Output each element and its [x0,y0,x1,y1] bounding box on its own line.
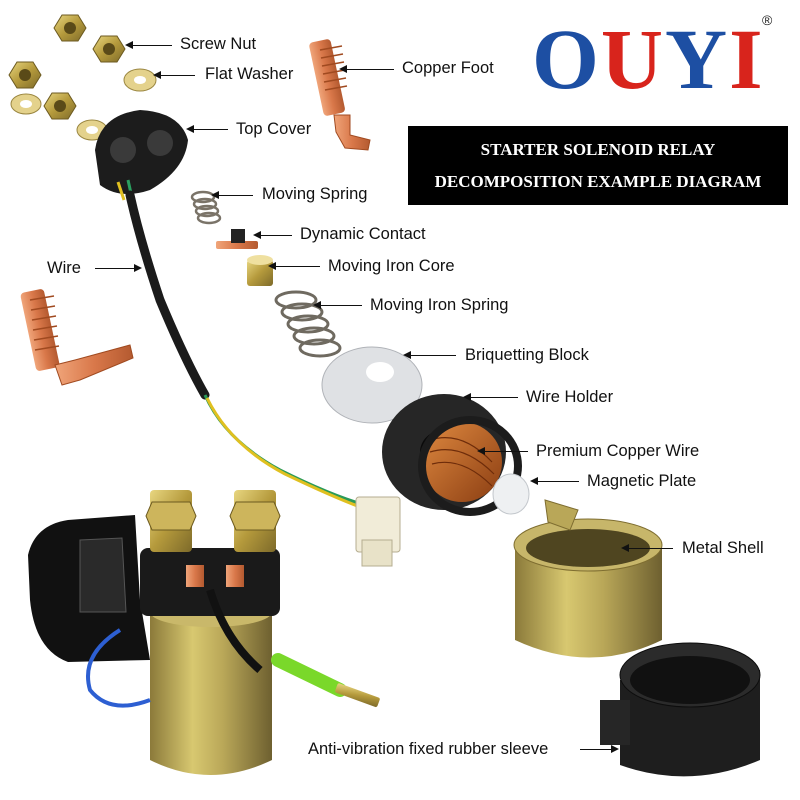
moving-iron-spring-arrow [313,301,362,309]
screw-nut-arrow [125,41,172,49]
moving-spring-arrow [211,191,253,199]
dynamic-contact-arrow [253,231,292,239]
label-wire: Wire [47,259,81,277]
wire-holder-arrow [463,393,518,401]
label-moving-iron-core: Moving Iron Core [328,257,455,275]
label-screw-nut: Screw Nut [180,35,257,53]
label-wire-holder: Wire Holder [526,388,614,406]
label-magnetic-plate: Magnetic Plate [587,472,697,490]
top-cover-arrow [186,125,228,133]
assembled-solenoid [28,490,380,775]
copper-foot-left [20,289,134,386]
wire-holder [382,394,522,516]
briquetting-block-arrow [403,351,456,359]
label-dynamic-contact: Dynamic Contact [300,225,426,243]
rubber-sleeve-arrow [580,745,619,753]
label-briquetting-block: Briquetting Block [465,346,589,364]
copper-foot-top [309,39,371,151]
label-premium-copper-wire: Premium Copper Wire [536,442,700,460]
brand-logo: OUYI [532,11,765,107]
label-rubber-sleeve: Anti-vibration fixed rubber sleeve [308,740,549,758]
premium-copper-wire-arrow [477,447,528,455]
copper-foot-arrow [339,65,394,73]
label-top-cover: Top Cover [236,120,312,138]
wire-arrow [95,264,142,272]
label-flat-washer: Flat Washer [205,65,294,83]
label-moving-iron-spring: Moving Iron Spring [370,296,509,314]
title-banner: STARTER SOLENOID RELAY DECOMPOSITION EXA… [408,126,788,205]
flat-washer-arrow [153,71,195,79]
briquetting-block [321,346,423,424]
top-cover [95,110,188,201]
magnetic-plate-arrow [530,477,579,485]
label-metal-shell: Metal Shell [682,539,764,557]
banner-line-1: STARTER SOLENOID RELAY [480,140,716,159]
metal-shell-arrow [621,544,673,552]
metal-shell [513,499,663,658]
moving-iron-spring [274,290,342,358]
moving-iron-core-arrow [268,262,320,270]
banner-line-2: DECOMPOSITION EXAMPLE DIAGRAM [434,172,762,191]
wire-harness [125,190,401,567]
rubber-sleeve [600,642,761,777]
label-moving-spring: Moving Spring [262,185,368,203]
registered-mark: ® [762,12,773,28]
moving-iron-core [247,255,273,286]
screw-nuts-group [8,14,126,120]
dynamic-contact [216,229,258,249]
magnetic-plate [492,473,530,515]
label-copper-foot: Copper Foot [402,59,494,77]
